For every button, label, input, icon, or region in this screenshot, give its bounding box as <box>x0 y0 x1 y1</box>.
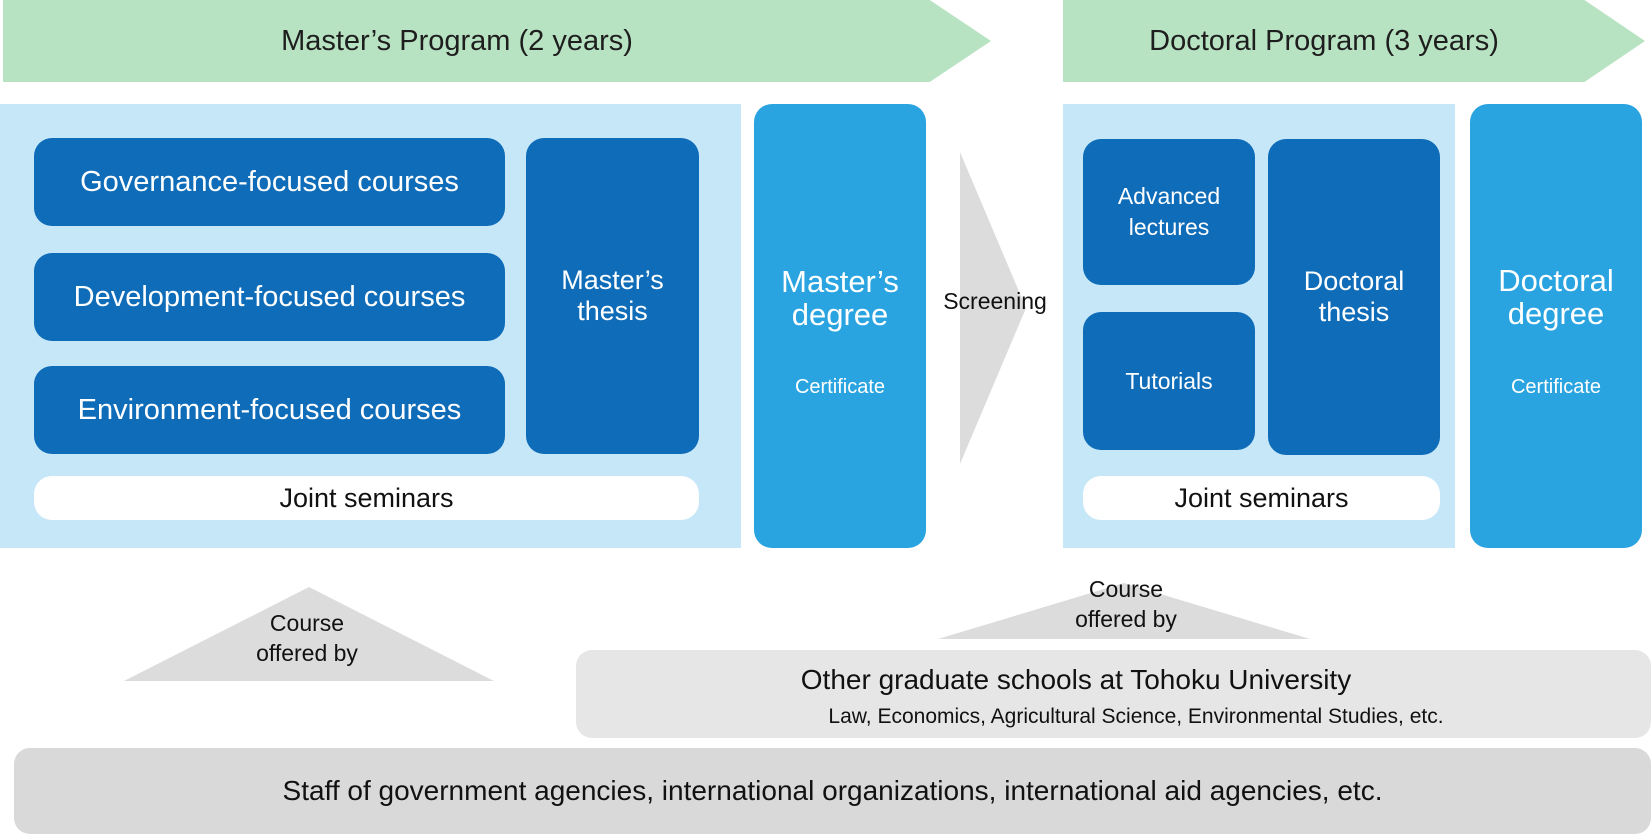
other-graduate-schools-subtitle: Law, Economics, Agricultural Science, En… <box>828 705 1444 728</box>
masters-degree-label: Master’s degree <box>781 264 899 332</box>
screening-label: Screening <box>943 288 1047 314</box>
course-label-development: Development-focused courses <box>73 280 466 313</box>
masters-certificate-label: Certificate <box>794 375 886 398</box>
course-label-governance: Governance-focused courses <box>80 165 459 198</box>
doctoral-program-title: Doctoral Program (3 years) <box>1149 24 1499 57</box>
masters-joint-seminars: Joint seminars <box>34 476 699 520</box>
doctoral-thesis-label: Doctoral thesis <box>1303 266 1405 327</box>
doctoral-joint-seminars: Joint seminars <box>1083 476 1440 520</box>
doctoral-thesis-box: Doctoral thesis <box>1268 139 1440 455</box>
other-graduate-schools-title: Other graduate schools at Tohoku Univers… <box>800 664 1352 695</box>
masters-program-banner: Master’s Program (2 years) <box>3 0 991 82</box>
masters-thesis-label: Master’s thesis <box>561 265 664 326</box>
course-offered-label-left: Course offered by <box>256 610 358 666</box>
course-box-governance: Governance-focused courses <box>34 138 505 226</box>
course-label-environment: Environment-focused courses <box>77 393 462 426</box>
doctoral-joint-seminars-label: Joint seminars <box>1174 482 1349 513</box>
tutorials-label: Tutorials <box>1125 367 1213 394</box>
doctoral-certificate-label: Certificate <box>1510 375 1602 398</box>
doctoral-program-banner: Doctoral Program (3 years) <box>1063 0 1645 82</box>
doctoral-degree-label: Doctoral degree <box>1498 263 1614 331</box>
staff-box: Staff of government agencies, internatio… <box>14 748 1651 834</box>
course-box-development: Development-focused courses <box>34 253 505 341</box>
masters-degree-box: Master’s degree Certificate <box>754 104 926 548</box>
staff-label: Staff of government agencies, internatio… <box>282 775 1383 806</box>
course-box-environment: Environment-focused courses <box>34 366 505 454</box>
other-graduate-schools-box: Other graduate schools at Tohoku Univers… <box>576 650 1651 738</box>
masters-joint-seminars-label: Joint seminars <box>279 482 454 513</box>
masters-program-title: Master’s Program (2 years) <box>281 24 633 57</box>
tutorials-box: Tutorials <box>1083 312 1255 450</box>
advanced-lectures-box: Advanced lectures <box>1083 139 1255 285</box>
masters-thesis-box: Master’s thesis <box>526 138 699 454</box>
doctoral-degree-box: Doctoral degree Certificate <box>1470 104 1642 548</box>
advanced-lectures-label: Advanced lectures <box>1117 183 1221 240</box>
course-offered-label-right: Course offered by <box>1075 576 1177 632</box>
